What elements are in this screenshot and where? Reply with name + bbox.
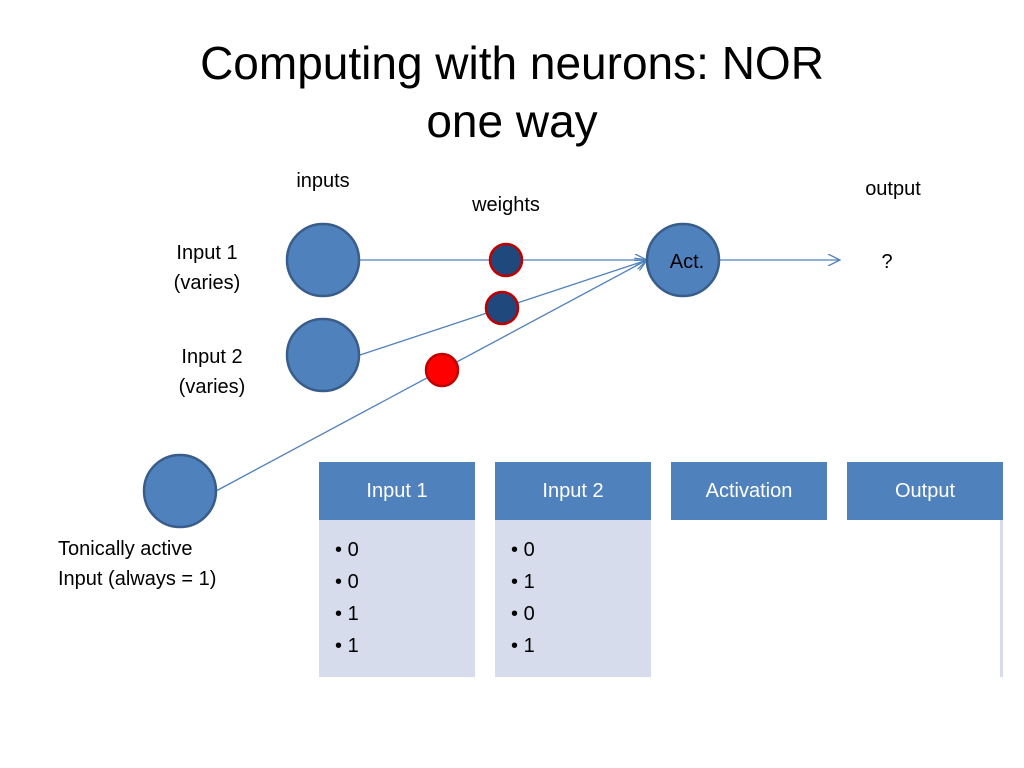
weights-label: weights — [472, 194, 540, 216]
tonic-input-label: Tonically active Input (always = 1) — [58, 534, 216, 594]
input2-label: Input 2 (varies) — [157, 342, 267, 402]
tonic-input-node — [142, 453, 218, 529]
title-line-1: Computing with neurons: NOR — [200, 37, 824, 89]
table-column-input1: Input 1 0 0 1 1 — [319, 462, 475, 677]
input1-value-4: 1 — [335, 630, 475, 662]
table-header-output: Output — [847, 462, 1003, 520]
title-line-2: one way — [426, 95, 598, 147]
input2-label-line1: Input 2 — [181, 346, 243, 368]
table-body-input1: 0 0 1 1 — [319, 520, 475, 677]
input2-value-1: 0 — [511, 534, 651, 566]
table-header-input2: Input 2 — [495, 462, 651, 520]
table-header-activation: Activation — [671, 462, 827, 520]
input2-node — [285, 317, 361, 393]
input1-label-line2: (varies) — [173, 272, 241, 294]
table-header-input1: Input 1 — [319, 462, 475, 520]
weight2-node — [484, 290, 520, 326]
input1-value-3: 1 — [335, 598, 475, 630]
slide-title: Computing with neurons: NOR one way — [0, 34, 1024, 150]
input2-value-2: 1 — [511, 566, 651, 598]
input1-label: Input 1 (varies) — [152, 238, 262, 298]
input1-label-line1: Input 1 — [176, 242, 238, 264]
table-body-input2: 0 1 0 1 — [495, 520, 651, 677]
activation-label: Act. — [670, 251, 704, 273]
table-column-input2: Input 2 0 1 0 1 — [495, 462, 651, 677]
input2-value-4: 1 — [511, 630, 651, 662]
output-value: ? — [881, 251, 892, 273]
weight1-node — [488, 242, 524, 278]
output-column-edge — [1000, 520, 1003, 677]
weight-tonic-node — [424, 352, 460, 388]
table-column-output: Output — [847, 462, 1003, 677]
tonic-label-line2: Input (always = 1) — [58, 568, 217, 590]
input2-label-line2: (varies) — [178, 376, 246, 398]
input1-value-1: 0 — [335, 534, 475, 566]
activation-node — [645, 222, 721, 298]
input1-value-2: 0 — [335, 566, 475, 598]
input1-node — [285, 222, 361, 298]
input2-value-3: 0 — [511, 598, 651, 630]
table-column-activation: Activation — [671, 462, 827, 520]
inputs-label: inputs — [296, 170, 350, 192]
output-label: output — [865, 178, 921, 200]
tonic-label-line1: Tonically active — [58, 538, 193, 560]
